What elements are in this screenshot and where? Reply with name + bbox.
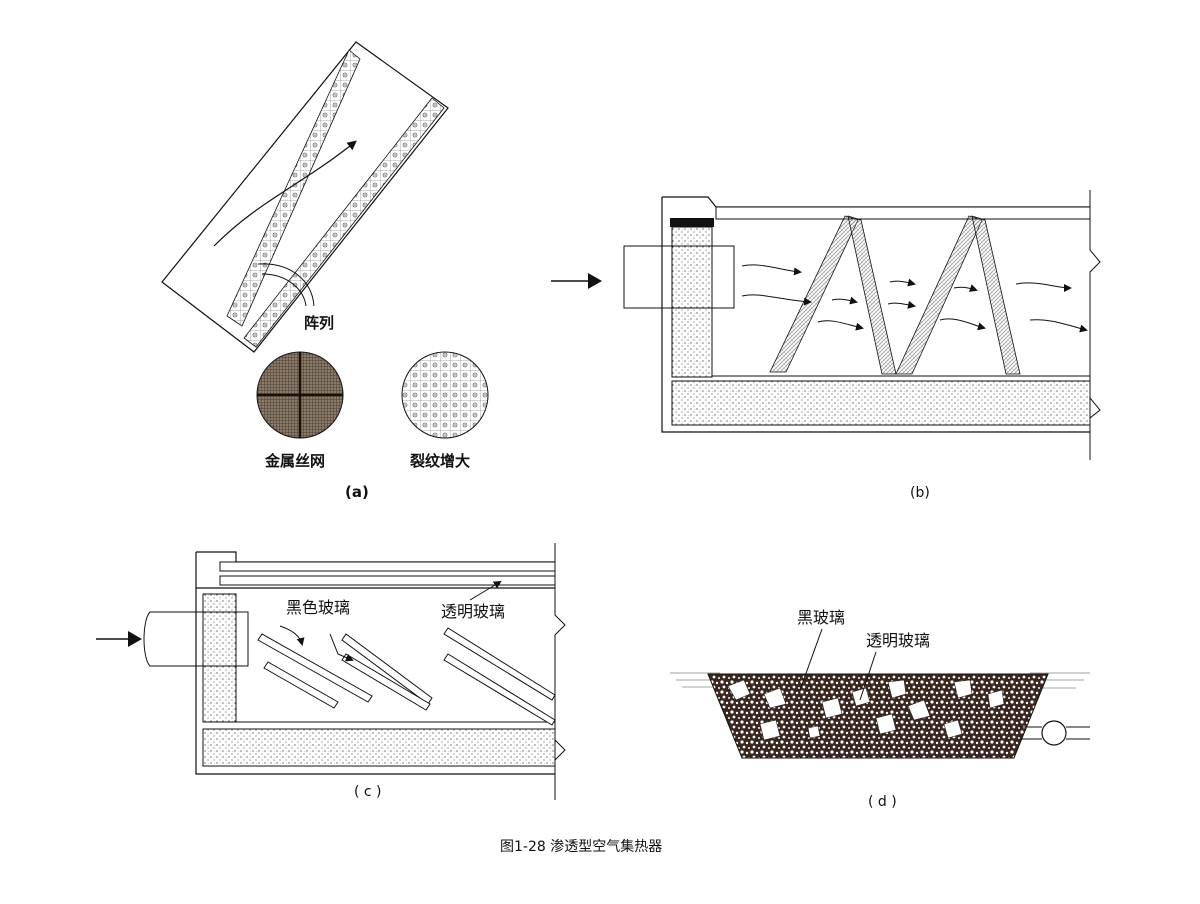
glass-plates-c	[257, 627, 556, 726]
insulation-left-b	[671, 226, 713, 378]
crack-strip-1	[226, 49, 361, 327]
insulation-left-c	[202, 593, 237, 723]
panel-d: 黑玻璃 透明玻璃 ( d )	[670, 608, 1090, 810]
ground-lines-d	[670, 672, 1090, 689]
glass-strip-b-2	[847, 215, 897, 375]
black-glass-leader-d	[799, 628, 823, 691]
clear-glass-leader-d	[859, 651, 877, 701]
array-leader-line-2	[261, 273, 307, 307]
panel-b: (b)	[551, 190, 1101, 501]
clear-glass-label-c: 透明玻璃	[441, 602, 505, 621]
inner-frame-c	[235, 594, 555, 723]
outlet-pipe-d	[1041, 720, 1067, 746]
gravel-bed-d	[707, 673, 1049, 759]
crack-enlarged-label: 裂纹增大	[409, 452, 470, 470]
collector-frame-a	[161, 41, 449, 353]
caption-d: ( d )	[868, 794, 897, 810]
glass-strip-b-1	[769, 215, 859, 373]
panel-c: 黑色玻璃 透明玻璃 ( c )	[96, 543, 566, 800]
inner-frame-b	[711, 227, 1090, 377]
airflow-arrows-b	[741, 264, 1088, 333]
seal-cap-b	[670, 218, 714, 227]
figure-caption: 图1-28 渗透型空气集热器	[500, 838, 662, 855]
black-glass-leader-1	[279, 625, 305, 646]
insulation-bottom-b	[671, 380, 1091, 426]
array-leader-line	[257, 263, 315, 307]
caption-b: (b)	[910, 485, 930, 501]
clear-glass-pieces-d	[727, 679, 1005, 741]
clear-glass-label-d: 透明玻璃	[866, 631, 930, 650]
inlet-arrowhead-c	[128, 631, 142, 647]
inlet-duct-b	[623, 245, 735, 309]
black-glass-label-d: 黑玻璃	[797, 608, 845, 627]
crack-enlarged-sample	[401, 351, 489, 439]
outlet-pipe-lines	[1020, 726, 1090, 740]
clear-glass-leader-c	[469, 580, 502, 601]
mesh-cross	[257, 352, 343, 438]
panel-a: 阵列 金属丝网 裂纹增大 (a)	[161, 41, 489, 501]
metal-mesh-label: 金属丝网	[264, 452, 325, 470]
glass-cover-c-2	[219, 575, 556, 586]
black-glass-leader-2	[329, 633, 354, 662]
array-label: 阵列	[304, 314, 334, 332]
glass-strip-b-3	[895, 215, 983, 375]
glass-strip-b-4	[971, 215, 1021, 375]
caption-c: ( c )	[354, 784, 382, 800]
glass-cover-b	[715, 206, 1091, 220]
break-line-b	[1089, 190, 1101, 460]
housing-c	[195, 588, 555, 775]
break-line-c	[554, 543, 566, 800]
flow-arrow-a	[213, 140, 357, 247]
insulation-bottom-c	[202, 728, 556, 767]
glass-cover-c-1	[219, 561, 556, 572]
black-glass-label-c: 黑色玻璃	[286, 598, 350, 617]
caption-a: (a)	[345, 483, 369, 501]
inlet-arrowhead-b	[588, 273, 602, 289]
